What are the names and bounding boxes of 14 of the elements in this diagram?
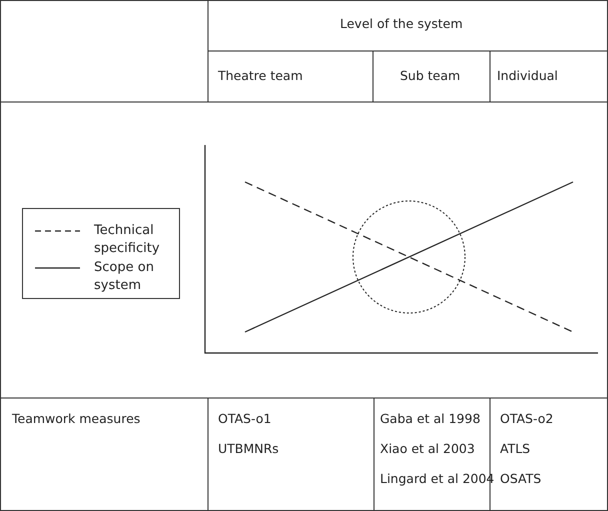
- header-cell-text: Individual: [497, 68, 558, 83]
- table-cell-text: OTAS-o2: [500, 411, 554, 426]
- table-cell-text: ATLS: [500, 441, 530, 456]
- table-cell-text: OTAS-o1: [218, 411, 272, 426]
- legend-label: Scope on system: [94, 259, 155, 295]
- table-cell-text: Gaba et al 1998: [380, 411, 480, 426]
- header-cell-text: Sub team: [400, 68, 460, 83]
- table-cell-text: Xiao et al 2003: [380, 441, 475, 456]
- legend-label: Technical specificity: [94, 222, 161, 258]
- table-cell-text: OSATS: [500, 471, 542, 486]
- header-cell-text: Level of the system: [340, 16, 463, 31]
- header-cell-text: Teamwork measures: [12, 411, 140, 426]
- table-cell-text: UTBMNRs: [218, 441, 279, 456]
- header-cell-text: Theatre team: [218, 68, 303, 83]
